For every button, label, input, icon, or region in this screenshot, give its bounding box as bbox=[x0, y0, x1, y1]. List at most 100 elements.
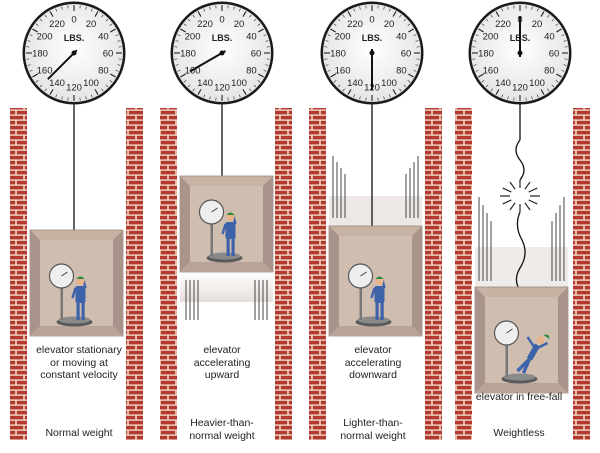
elevator-side-wall bbox=[263, 176, 273, 272]
caption-line: constant velocity bbox=[40, 369, 118, 381]
dial-tick bbox=[383, 6, 385, 10]
dial-tick bbox=[347, 11, 352, 17]
dial-tick bbox=[327, 34, 331, 37]
dial-tick-label: 80 bbox=[544, 66, 555, 77]
dial-tick bbox=[249, 88, 252, 92]
person-cap bbox=[226, 212, 235, 215]
dial-tick bbox=[561, 69, 565, 72]
elevator-side-wall bbox=[329, 226, 339, 336]
elevator-floor bbox=[180, 262, 273, 272]
dial-tick bbox=[501, 94, 504, 98]
dial-tick bbox=[507, 6, 509, 10]
dial-tick bbox=[392, 89, 397, 95]
person-arm bbox=[534, 341, 549, 351]
weight-label-panel-4: Weightless bbox=[464, 427, 574, 440]
dial-tick bbox=[561, 34, 565, 37]
cable-break-burst bbox=[524, 202, 531, 211]
weight-label-panel-2: Heavier-than- normal weight bbox=[167, 417, 277, 442]
dial-tick bbox=[383, 96, 385, 100]
dial-tick bbox=[29, 34, 33, 37]
dial-tick bbox=[61, 96, 63, 100]
dial-tick bbox=[94, 11, 99, 17]
dial-tick-label: 140 bbox=[197, 78, 213, 89]
dial-tick bbox=[61, 6, 63, 10]
dial-tick bbox=[403, 18, 407, 22]
caption-panel-3: elevator accelerating downward bbox=[318, 344, 428, 382]
scale-post bbox=[505, 339, 508, 377]
dial-tick bbox=[353, 94, 356, 98]
dial-tick bbox=[253, 84, 257, 88]
dial-tick-label: 100 bbox=[529, 78, 545, 89]
caption-panel-1: elevator stationary or moving at constan… bbox=[24, 344, 134, 382]
dial-tick bbox=[507, 96, 509, 100]
dial-tick bbox=[481, 23, 485, 26]
person-leg bbox=[76, 302, 80, 320]
weight-label-line: Weightless bbox=[493, 427, 545, 439]
dial-tick bbox=[177, 69, 181, 72]
dial-tick bbox=[325, 64, 329, 66]
cable-break-burst bbox=[524, 181, 531, 190]
dial-tick-label: 220 bbox=[347, 19, 363, 30]
dial-unit-label: LBS. bbox=[212, 33, 233, 43]
person-torso bbox=[374, 286, 385, 303]
dial-tick bbox=[35, 23, 39, 26]
dial-tick bbox=[547, 14, 550, 18]
dial-tick-label: 60 bbox=[103, 49, 114, 60]
dial-tick bbox=[258, 73, 264, 78]
dial-tick bbox=[359, 96, 361, 100]
dial-tick bbox=[347, 89, 352, 95]
dial-tick bbox=[257, 23, 261, 26]
person-arm bbox=[370, 287, 376, 299]
dial-tick bbox=[85, 96, 87, 100]
elevator-floor bbox=[30, 326, 123, 336]
person-leg bbox=[81, 302, 85, 320]
dial-tick bbox=[187, 18, 191, 22]
dial-tick bbox=[563, 40, 567, 42]
dial-tick-label: 120 bbox=[512, 83, 528, 94]
dial-tick bbox=[27, 64, 31, 66]
dial-tick-label: 40 bbox=[98, 32, 109, 43]
dial-tick bbox=[481, 80, 485, 83]
caption-line: downward bbox=[349, 369, 397, 381]
dial-tick bbox=[330, 73, 336, 78]
dial-tick-label: 40 bbox=[246, 32, 257, 43]
dial-tick bbox=[253, 18, 257, 22]
dial-tick bbox=[415, 40, 419, 42]
weight-label-line: Normal weight bbox=[45, 427, 113, 439]
dial-tick bbox=[105, 84, 109, 88]
dial-tick bbox=[233, 96, 235, 100]
dial-tick-label: 20 bbox=[234, 19, 245, 30]
dial-tick bbox=[413, 34, 417, 37]
dial-tick bbox=[49, 89, 54, 95]
platform-scale bbox=[503, 373, 536, 381]
dial-tick-label: 40 bbox=[396, 32, 407, 43]
elevator-side-wall bbox=[113, 230, 123, 336]
dial-needle bbox=[47, 49, 78, 80]
dial-tick bbox=[35, 80, 39, 83]
dial-tick bbox=[110, 73, 116, 78]
scale-post bbox=[359, 282, 362, 320]
dial-tick bbox=[238, 8, 241, 12]
dial-tick bbox=[563, 64, 567, 66]
dial-tick-label: 0 bbox=[369, 15, 374, 26]
dial-tick bbox=[392, 11, 397, 17]
person-cap bbox=[375, 276, 384, 279]
dial-tick-label: 220 bbox=[197, 19, 213, 30]
dial-hub bbox=[517, 50, 523, 56]
person-arm bbox=[221, 223, 227, 235]
dial-tick-label: 100 bbox=[231, 78, 247, 89]
cable-break-burst bbox=[502, 199, 512, 205]
elevator-side-wall bbox=[558, 287, 568, 393]
dial-tick-label: 220 bbox=[495, 19, 511, 30]
dial-tick bbox=[531, 96, 533, 100]
dial-tick bbox=[325, 40, 329, 42]
dial-tick bbox=[29, 69, 33, 72]
motion-blur bbox=[475, 247, 568, 287]
dial-tick bbox=[475, 34, 479, 37]
caption-line: elevator in free-fall bbox=[475, 391, 563, 403]
scale-mini-needle bbox=[360, 271, 367, 277]
cable-break-burst bbox=[509, 181, 516, 190]
cable-break-burst bbox=[502, 187, 512, 193]
dial-tick bbox=[32, 73, 38, 78]
